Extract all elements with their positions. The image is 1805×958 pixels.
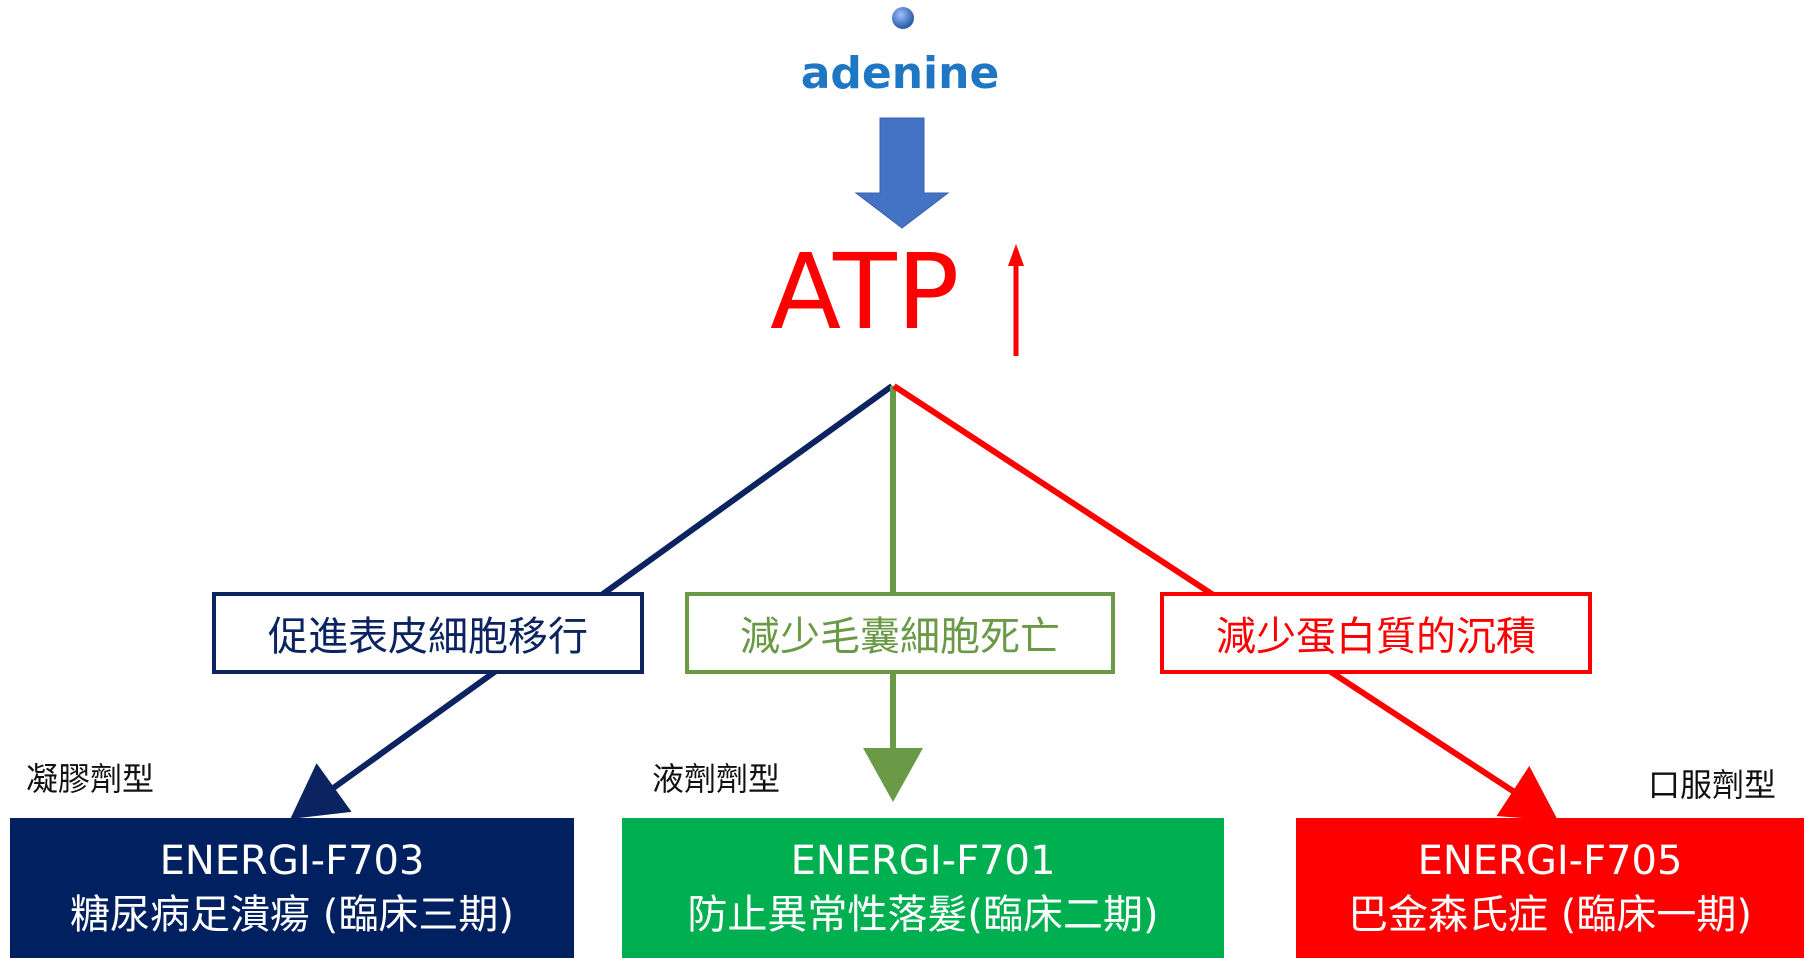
formulation-label-gel: 凝膠劑型 [26,760,155,798]
source-label: adenine [800,48,1000,99]
effect-box-follicle-cell-death: 減少毛囊細胞死亡 [685,592,1115,674]
product-code: ENERGI-F703 [159,838,425,884]
product-indication: 防止異常性落髮(臨床二期) [687,892,1159,938]
product-code: ENERGI-F705 [1417,838,1683,884]
product-box-f701: ENERGI-F701 防止異常性落髮(臨床二期) [622,818,1224,958]
product-box-f705: ENERGI-F705 巴金森氏症 (臨床一期) [1296,818,1804,958]
down-arrow-icon [854,117,950,229]
source-dot [892,7,914,29]
effect-box-epidermal-migration: 促進表皮細胞移行 [212,592,644,674]
effect-box-protein-deposition: 減少蛋白質的沉積 [1160,592,1592,674]
product-indication: 巴金森氏症 (臨床一期) [1348,892,1752,938]
product-code: ENERGI-F701 [790,838,1056,884]
atp-label: ATP [770,231,960,353]
product-box-f703: ENERGI-F703 糖尿病足潰瘍 (臨床三期) [10,818,574,958]
product-indication: 糖尿病足潰瘍 (臨床三期) [70,892,514,938]
effect-label: 減少蛋白質的沉積 [1216,614,1536,660]
effect-label: 減少毛囊細胞死亡 [740,614,1060,660]
formulation-label-oral: 口服劑型 [1648,766,1777,804]
formulation-label-liquid: 液劑劑型 [652,760,781,798]
effect-label: 促進表皮細胞移行 [268,614,588,660]
